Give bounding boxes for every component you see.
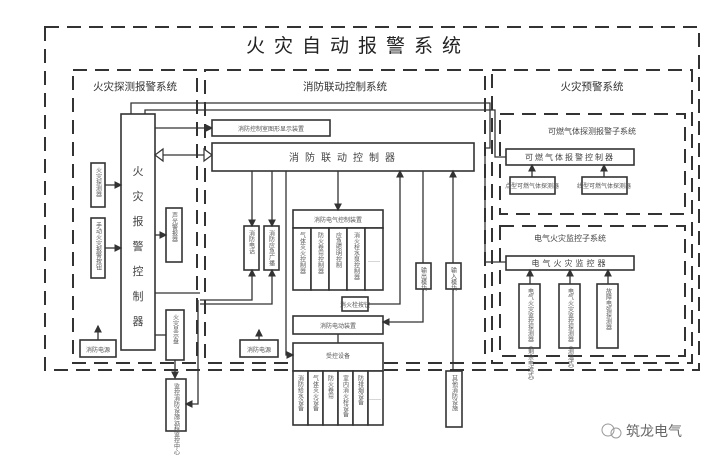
elec-controller-link bbox=[484, 148, 506, 263]
warning-section-frame bbox=[491, 69, 693, 364]
sounder-label: 声光警报器 bbox=[171, 211, 178, 243]
input-module-label: 输入模块 bbox=[450, 266, 457, 292]
gas-controller-link bbox=[484, 109, 506, 158]
controlled-equipment-label: 受控设备 bbox=[326, 352, 350, 360]
fire-alarm-controller-label: 火 灾 报 警 控 制 器 bbox=[133, 165, 144, 328]
equipment-label: 防火卷帘 bbox=[327, 374, 334, 400]
bus-top-1 bbox=[130, 102, 491, 149]
controller-label-char: 器 bbox=[133, 315, 144, 328]
controller-label-char: 火 bbox=[133, 165, 144, 178]
display-panel-label: 火灾显示盘 bbox=[172, 314, 179, 344]
phone-bottom-link bbox=[200, 268, 256, 301]
controller-label-char: 报 bbox=[133, 214, 144, 228]
watermark-text: 筑龙电气 bbox=[626, 424, 682, 440]
warning-section-title: 火灾预警系统 bbox=[561, 80, 624, 93]
controller-label-char: 控 bbox=[133, 264, 144, 278]
hydrant-button-label: 消火栓按钮 bbox=[340, 301, 370, 309]
broadcast-bottom-link bbox=[200, 268, 276, 305]
elec-subsystem-title: 电气火灾监控子系统 bbox=[534, 233, 606, 243]
gas-controller-label: 可燃气体报警控制器 bbox=[525, 152, 615, 162]
other-equipment-label: 其他消防设施 bbox=[451, 374, 458, 412]
sub-unit-label: 消火栓水泵控制器 bbox=[353, 231, 360, 281]
remote-link bbox=[184, 300, 199, 408]
output-module-label: 输出模块 bbox=[420, 266, 427, 292]
elec-subsystem-frame bbox=[499, 225, 686, 357]
watermark: 筑龙电气 bbox=[601, 423, 682, 440]
gas-subsystem-title: 可燃气体探测报警子系统 bbox=[548, 126, 636, 136]
detection-section-title: 火灾探测报警系统 bbox=[93, 80, 177, 93]
manual-button-label: 手动火灾报警按钮 bbox=[95, 221, 102, 271]
watermark-logo-icon-2 bbox=[610, 427, 622, 439]
fire-power-label: 消防电源 bbox=[247, 346, 271, 354]
elec-controller-label: 电气火灾监控器 bbox=[532, 258, 609, 268]
controller-label-char: 制 bbox=[133, 290, 144, 303]
controller-label-char: 灾 bbox=[133, 189, 144, 203]
linkage-controller-box bbox=[211, 142, 475, 172]
sub-unit-label: 气体灭火控制器 bbox=[299, 231, 306, 275]
equipment-label: …… bbox=[369, 395, 381, 402]
sub-unit-label: 应急照明控制 bbox=[335, 231, 342, 269]
broadcast-label: 消防应急广播 bbox=[268, 229, 275, 267]
electrical-control-label: 消防电气控制装置 bbox=[314, 216, 362, 224]
equipment-item bbox=[367, 370, 384, 426]
fire-power-left-label: 消防电源 bbox=[86, 346, 110, 354]
sub-unit bbox=[364, 227, 384, 291]
sub-unit-label: …… bbox=[368, 257, 380, 264]
gas-subsystem-frame bbox=[499, 113, 686, 215]
equipment-label: 防排烟设备 bbox=[357, 374, 364, 406]
remote-center-label: 监控消防设施远程监控中心 bbox=[173, 382, 180, 455]
sub-unit-label: 防火卷帘控制器 bbox=[317, 231, 324, 275]
linkage-section-title: 消防联动控制系统 bbox=[303, 80, 387, 93]
equipment-label: 气体灭火设备 bbox=[312, 374, 319, 412]
diagram-title: 火灾自动报警系统 bbox=[246, 35, 470, 57]
detection-section-frame bbox=[72, 69, 198, 364]
controller-to-equipment-arrow bbox=[285, 171, 295, 359]
fire-detector-label: 火灾探测器 bbox=[95, 167, 102, 198]
other-equipment-box bbox=[445, 370, 463, 428]
bus-top-2 bbox=[144, 109, 484, 114]
power-monitor-label: 消防电动装置 bbox=[320, 322, 356, 330]
elec-detector-2-label: 电气火灾监控探测器（测温式） bbox=[567, 287, 574, 372]
graphic-display-box bbox=[211, 119, 331, 137]
watermark-logo-icon bbox=[601, 423, 615, 437]
fire-alarm-controller bbox=[120, 113, 156, 351]
fire-phone-label: 消防电话 bbox=[248, 229, 255, 255]
elec-detector-3-label: 故障电弧探测器 bbox=[605, 287, 612, 331]
sub-units: 气体灭火控制器 防火卷帘控制器 应急照明控制 消火栓水泵控制器 …… bbox=[292, 227, 384, 291]
gas-detector-line-label: 线型可燃气体探测器 bbox=[577, 182, 631, 190]
elec-detector-1-label: 电气火灾监控探测器（剩余电流式） bbox=[527, 287, 534, 384]
gas-detector-point-label: 点型可燃气体探测器 bbox=[505, 182, 559, 190]
double-arrow-heads bbox=[154, 147, 213, 163]
graphic-display-label: 消防控制室图形显示装置 bbox=[238, 125, 304, 133]
equipment-list: 消防给水设备 气体灭火设备 防火卷帘 室内消火栓设备 防排烟设备 …… bbox=[292, 370, 384, 426]
linkage-controller-label: 消防联动控制器 bbox=[289, 151, 401, 164]
output-to-power-arrow bbox=[381, 289, 424, 326]
controller-label-char: 警 bbox=[133, 239, 144, 253]
hydrant-to-controller-arrow bbox=[368, 169, 404, 305]
equipment-label: 消防给水设备 bbox=[297, 374, 304, 412]
equipment-label: 室内消火栓设备 bbox=[342, 374, 349, 418]
